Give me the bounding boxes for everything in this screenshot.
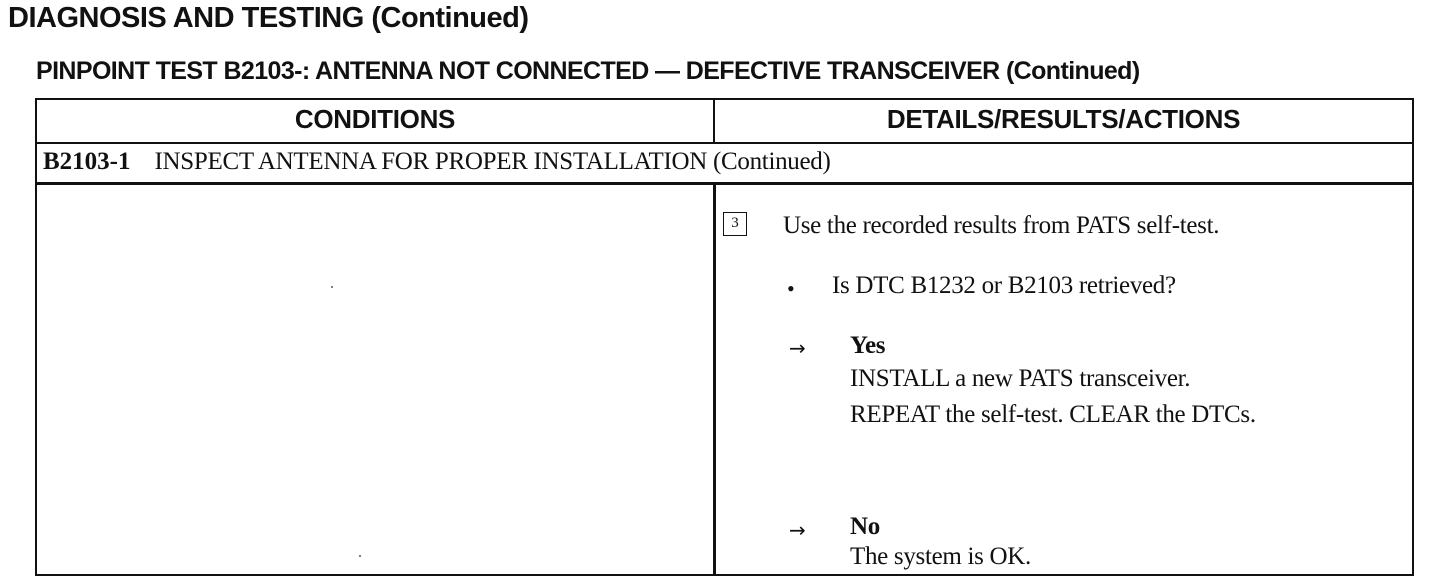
no-label: No — [850, 513, 880, 540]
details-column-header: DETAILS/RESULTS/ACTIONS — [886, 104, 1241, 134]
yes-action-line-1: INSTALL a new PATS transceiver. — [850, 365, 1191, 392]
column-divider-top — [713, 100, 715, 144]
question-text: Is DTC B1232 or B2103 retrieved? — [832, 272, 1176, 299]
arrow-right-icon: → — [789, 518, 806, 542]
yes-label: Yes — [850, 332, 886, 359]
step-id: B2103-1 — [43, 148, 131, 175]
step-row-divider — [37, 182, 1412, 185]
no-action-line-1: The system is OK. — [850, 543, 1031, 570]
scan-speck — [331, 286, 333, 288]
yes-action-line-2: REPEAT the self-test. CLEAR the DTCs. — [850, 401, 1256, 428]
step-number-box: 3 — [723, 212, 747, 236]
step-title: INSPECT ANTENNA FOR PROPER INSTALLATION … — [154, 148, 831, 175]
step-instruction: Use the recorded results from PATS self-… — [783, 212, 1220, 239]
scan-speck — [359, 555, 361, 557]
pinpoint-test-table: CONDITIONS DETAILS/RESULTS/ACTIONS B2103… — [35, 98, 1414, 576]
column-divider-body — [713, 184, 716, 574]
page-title: DIAGNOSIS AND TESTING (Continued) — [8, 2, 529, 34]
conditions-column-header: CONDITIONS — [294, 104, 456, 134]
bullet-icon: • — [787, 276, 795, 301]
pinpoint-test-title: PINPOINT TEST B2103-: ANTENNA NOT CONNEC… — [36, 57, 1140, 85]
arrow-right-icon: → — [789, 336, 806, 360]
header-row-divider — [37, 142, 1412, 144]
step-row: B2103-1 INSPECT ANTENNA FOR PROPER INSTAL… — [43, 148, 831, 176]
